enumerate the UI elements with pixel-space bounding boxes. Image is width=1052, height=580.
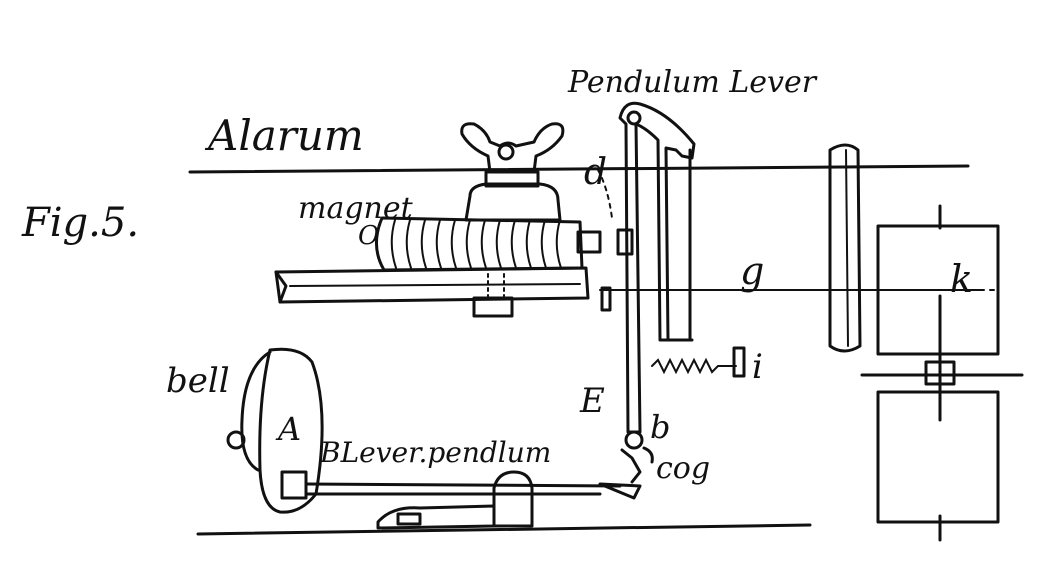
cog-b — [598, 430, 654, 500]
bell — [226, 347, 324, 514]
label-k: k — [950, 257, 973, 301]
label-bell: bell — [166, 361, 230, 401]
label-i: i — [752, 347, 763, 387]
k-mechanism — [876, 204, 1000, 542]
drum-wheel — [828, 143, 862, 353]
upper-frame-line — [188, 164, 970, 174]
label-b-lever-pendulum: BLever.pendlum — [319, 436, 551, 469]
label-magnet: magnet — [298, 191, 414, 226]
base-line — [196, 523, 812, 536]
label-cog: cog — [656, 451, 710, 486]
label-a: A — [275, 410, 301, 448]
label-e: E — [579, 381, 605, 421]
pendulum-lever — [597, 101, 696, 434]
label-alarum: Alarum — [204, 111, 364, 160]
wing-nut-post — [460, 122, 565, 222]
fig-label: Fig.5. — [21, 200, 139, 246]
label-d: d — [584, 152, 607, 193]
lever-b — [304, 470, 622, 530]
magnet-base-plate — [274, 266, 590, 318]
label-b: b — [650, 408, 670, 446]
label-g: g — [740, 249, 764, 293]
label-pendulum-lever: Pendulum Lever — [567, 65, 818, 100]
magnet-coil — [375, 216, 634, 272]
label-o: O — [358, 221, 379, 251]
spring-i — [651, 346, 746, 378]
